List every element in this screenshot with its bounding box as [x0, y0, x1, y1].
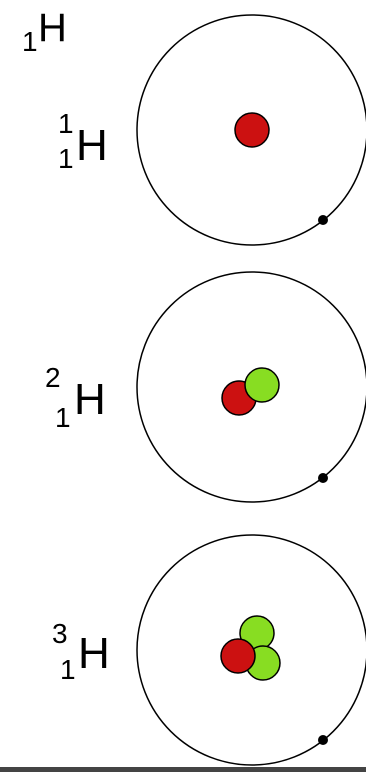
header-symbol: H: [38, 6, 67, 50]
atom-protium: [136, 14, 366, 246]
element-header: 1 H: [0, 0, 120, 60]
mass-number: 1: [58, 108, 74, 139]
neutron: [244, 367, 280, 403]
atomic-number: 1: [55, 402, 71, 433]
electron: [318, 215, 328, 225]
electron: [318, 473, 328, 483]
header-atomic-number: 1: [22, 26, 38, 57]
atomic-number: 1: [58, 143, 74, 174]
mass-number: 3: [52, 618, 68, 649]
atom-deuterium: [136, 271, 366, 503]
bottom-border: [0, 767, 366, 772]
atomic-number: 1: [60, 654, 76, 685]
element-symbol: H: [78, 629, 110, 678]
electron-orbit: [136, 271, 366, 503]
atom-tritium: [136, 534, 366, 766]
electron-orbit: [136, 14, 366, 246]
proton: [220, 638, 256, 674]
mass-number: 2: [45, 362, 61, 393]
element-symbol: H: [74, 375, 106, 424]
element-symbol: H: [76, 121, 108, 170]
electron-orbit: [136, 534, 366, 766]
proton: [234, 112, 270, 148]
electron: [318, 735, 328, 745]
